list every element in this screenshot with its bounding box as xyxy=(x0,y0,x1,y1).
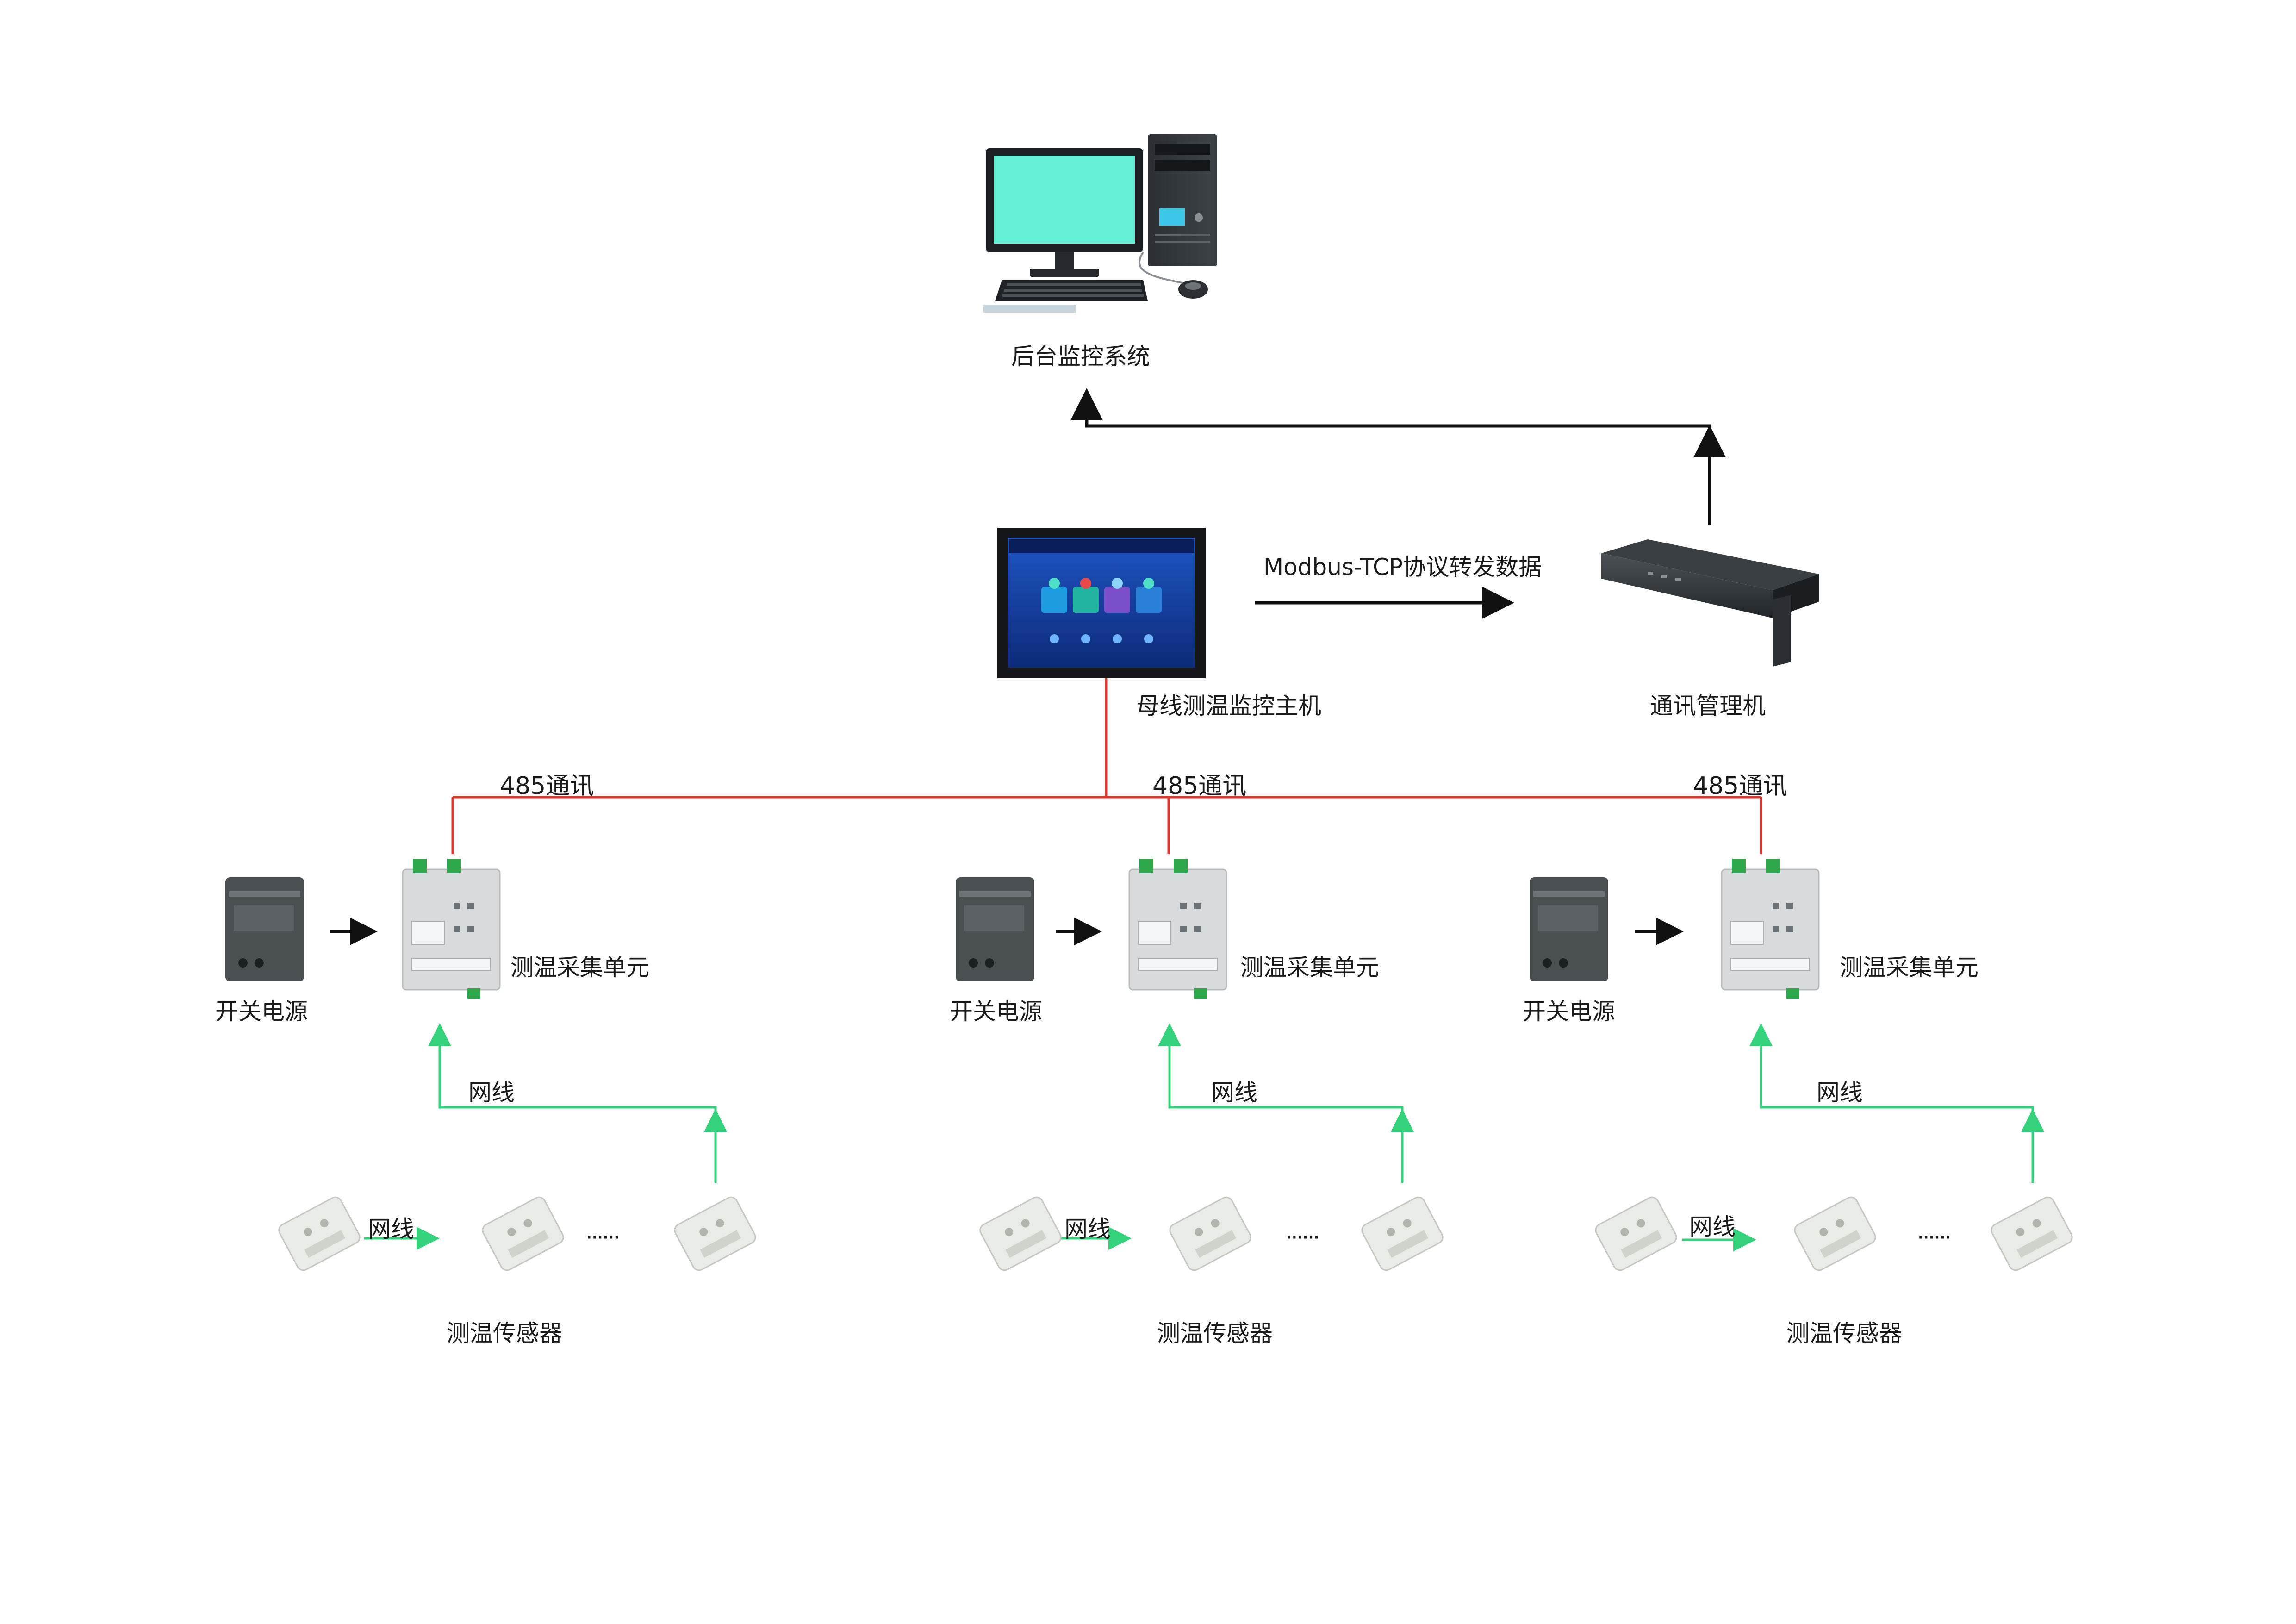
backend-computer xyxy=(983,134,1217,313)
power-supply xyxy=(225,877,304,981)
cable-label: 网线 xyxy=(1817,1079,1863,1106)
power-label: 开关电源 xyxy=(950,998,1042,1025)
rs485-label: 485通讯 xyxy=(1693,772,1787,800)
collector-unit xyxy=(1721,859,1820,999)
sensor-label: 测温传感器 xyxy=(1157,1320,1273,1347)
cable-label: 网线 xyxy=(1689,1213,1736,1240)
sensor xyxy=(1991,1196,2073,1271)
rs485-label: 485通讯 xyxy=(1152,772,1247,800)
sensor xyxy=(1361,1196,1444,1271)
sensor xyxy=(1595,1196,1677,1271)
power-supply xyxy=(956,877,1034,981)
cable-label: 网线 xyxy=(1211,1079,1257,1106)
ellipsis: ······ xyxy=(1285,1224,1320,1251)
comm-manager-device xyxy=(1601,539,1819,667)
sensor-label: 测温传感器 xyxy=(447,1320,562,1347)
host-panel xyxy=(997,528,1206,678)
ellipsis: ······ xyxy=(1917,1224,1952,1251)
comm-manager-label: 通讯管理机 xyxy=(1650,693,1766,719)
collector-label: 测温采集单元 xyxy=(1240,954,1379,981)
ellipsis: ······ xyxy=(585,1224,620,1251)
cable-line xyxy=(1158,1023,1404,1183)
backend-label: 后台监控系统 xyxy=(1011,343,1150,370)
group-3 xyxy=(1530,859,2073,1271)
group-1 xyxy=(225,859,756,1271)
backend-link xyxy=(1070,388,1726,525)
power-label: 开关电源 xyxy=(1523,998,1615,1025)
group-2 xyxy=(956,859,1444,1271)
protocol-label: Modbus-TCP协议转发数据 xyxy=(1263,554,1542,581)
host-label: 母线测温监控主机 xyxy=(1136,693,1321,719)
sensor xyxy=(1169,1196,1251,1271)
sensor xyxy=(1794,1196,1876,1271)
power-label: 开关电源 xyxy=(215,998,308,1025)
collector-unit xyxy=(402,859,501,999)
cable-line xyxy=(1749,1023,2034,1183)
rs485-bus xyxy=(451,678,1762,854)
sensor xyxy=(674,1196,756,1271)
collector-unit xyxy=(1128,859,1227,999)
rs485-label: 485通讯 xyxy=(500,772,594,800)
sensor-label: 测温传感器 xyxy=(1786,1320,1902,1347)
sensor xyxy=(278,1196,361,1271)
cable-label: 网线 xyxy=(368,1216,414,1243)
power-supply xyxy=(1530,877,1608,981)
collector-label: 测温采集单元 xyxy=(510,954,649,981)
sensor xyxy=(482,1196,564,1271)
cable-label: 网线 xyxy=(468,1079,515,1106)
collector-label: 测温采集单元 xyxy=(1840,954,1979,981)
cable-label: 网线 xyxy=(1064,1216,1111,1243)
sensor xyxy=(979,1196,1062,1271)
